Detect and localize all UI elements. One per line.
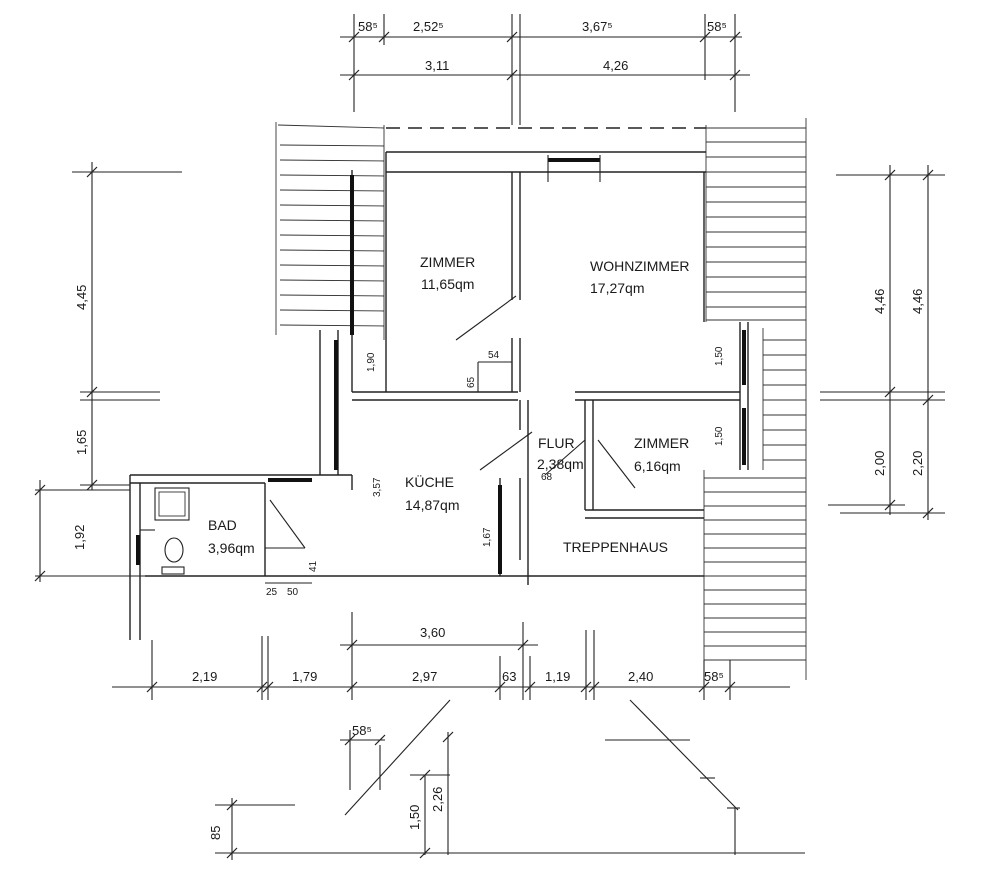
dim-top-426: 4,26 — [603, 58, 628, 73]
interior-dimensions: 1,90 65 54 1,50 1,50 3,57 68 1,67 41 25 … — [265, 346, 725, 598]
dim-section-85: 85 — [208, 826, 223, 840]
room-zimmer-name: ZIMMER — [420, 254, 475, 270]
dim-190: 1,90 — [366, 352, 377, 372]
dim-357: 3,57 — [372, 477, 383, 497]
dim-top-252: 2,52⁵ — [413, 19, 444, 34]
dim-top-311: 3,11 — [425, 58, 449, 73]
room-kueche-name: KÜCHE — [405, 473, 454, 490]
dim-right-446-inner: 4,46 — [872, 289, 887, 314]
roof-slope-right-hatch — [705, 118, 807, 322]
doors — [265, 295, 636, 549]
dim-41: 41 — [308, 560, 319, 572]
dim-right-200: 2,00 — [872, 451, 887, 476]
walls — [129, 127, 749, 640]
room-zimmer-small-name: ZIMMER — [634, 435, 689, 451]
roof-slope-left-hatch — [275, 122, 385, 340]
roof-slope-right-lower-hatch — [762, 322, 807, 470]
right-dimensions: 4,46 2,00 4,46 2,20 — [820, 165, 945, 520]
shower-icon — [154, 487, 190, 521]
dim-right-446-outer: 4,46 — [910, 289, 925, 314]
toilet-icon — [164, 537, 184, 563]
dim-54: 54 — [488, 350, 500, 361]
dim-left-445: 4,45 — [74, 285, 89, 310]
windows — [136, 155, 746, 574]
dim-top-367: 3,67⁵ — [582, 19, 613, 34]
room-kueche-area: 14,87qm — [405, 497, 459, 513]
dim-bottom-360: 3,60 — [420, 625, 445, 640]
dim-150-upper: 1,50 — [714, 346, 725, 366]
stair-hatch — [703, 470, 807, 700]
room-labels: ZIMMER 11,65qm WOHNZIMMER 17,27qm ZIMMER… — [208, 254, 690, 556]
dim-left-165: 1,65 — [74, 430, 89, 455]
dim-section-58: 58⁵ — [352, 723, 372, 738]
dim-right-220: 2,20 — [910, 451, 925, 476]
room-flur-name: FLUR — [538, 435, 575, 451]
dim-50: 50 — [287, 587, 299, 598]
dim-68: 68 — [541, 472, 553, 483]
top-dimensions: 58⁵ 2,52⁵ 3,67⁵ 58⁵ 3,11 4,26 — [340, 14, 750, 125]
dim-section-150: 1,50 — [407, 805, 422, 830]
dim-top-58-right: 58⁵ — [707, 19, 727, 34]
room-bad-area: 3,96qm — [208, 540, 255, 556]
bathroom-fixtures — [140, 487, 190, 575]
dim-25: 25 — [266, 587, 278, 598]
room-flur-area: 2,38qm — [537, 456, 584, 472]
room-wohnzimmer-name: WOHNZIMMER — [590, 258, 690, 274]
room-zimmer-area: 11,65qm — [421, 276, 474, 292]
bottom-dimensions: 3,60 2,19 1,79 2,97 63 1,19 2,40 58⁵ — [112, 612, 790, 700]
room-treppenhaus-name: TREPPENHAUS — [563, 539, 668, 555]
dim-bottom-297: 2,97 — [412, 669, 437, 684]
dim-bottom-119: 1,19 — [545, 669, 570, 684]
dim-top-58-left: 58⁵ — [358, 19, 378, 34]
dim-bottom-179: 1,79 — [292, 669, 317, 684]
dim-left-192: 1,92 — [72, 525, 87, 550]
dim-bottom-219: 2,19 — [192, 669, 217, 684]
dim-150-lower: 1,50 — [714, 426, 725, 446]
dim-167: 1,67 — [482, 527, 493, 547]
left-dimensions: 4,45 1,65 1,92 — [34, 162, 182, 582]
dim-bottom-58: 58⁵ — [704, 669, 724, 684]
room-zimmer-small-area: 6,16qm — [634, 458, 681, 474]
dim-bottom-240: 2,40 — [628, 669, 653, 684]
dim-bottom-63: 63 — [502, 669, 516, 684]
roof-section-sketch: 58⁵ 1,50 2,26 85 — [208, 699, 805, 860]
room-bad-name: BAD — [208, 517, 237, 533]
dim-section-226: 2,26 — [430, 787, 445, 812]
dim-65: 65 — [466, 376, 477, 388]
room-wohnzimmer-area: 17,27qm — [590, 280, 644, 296]
